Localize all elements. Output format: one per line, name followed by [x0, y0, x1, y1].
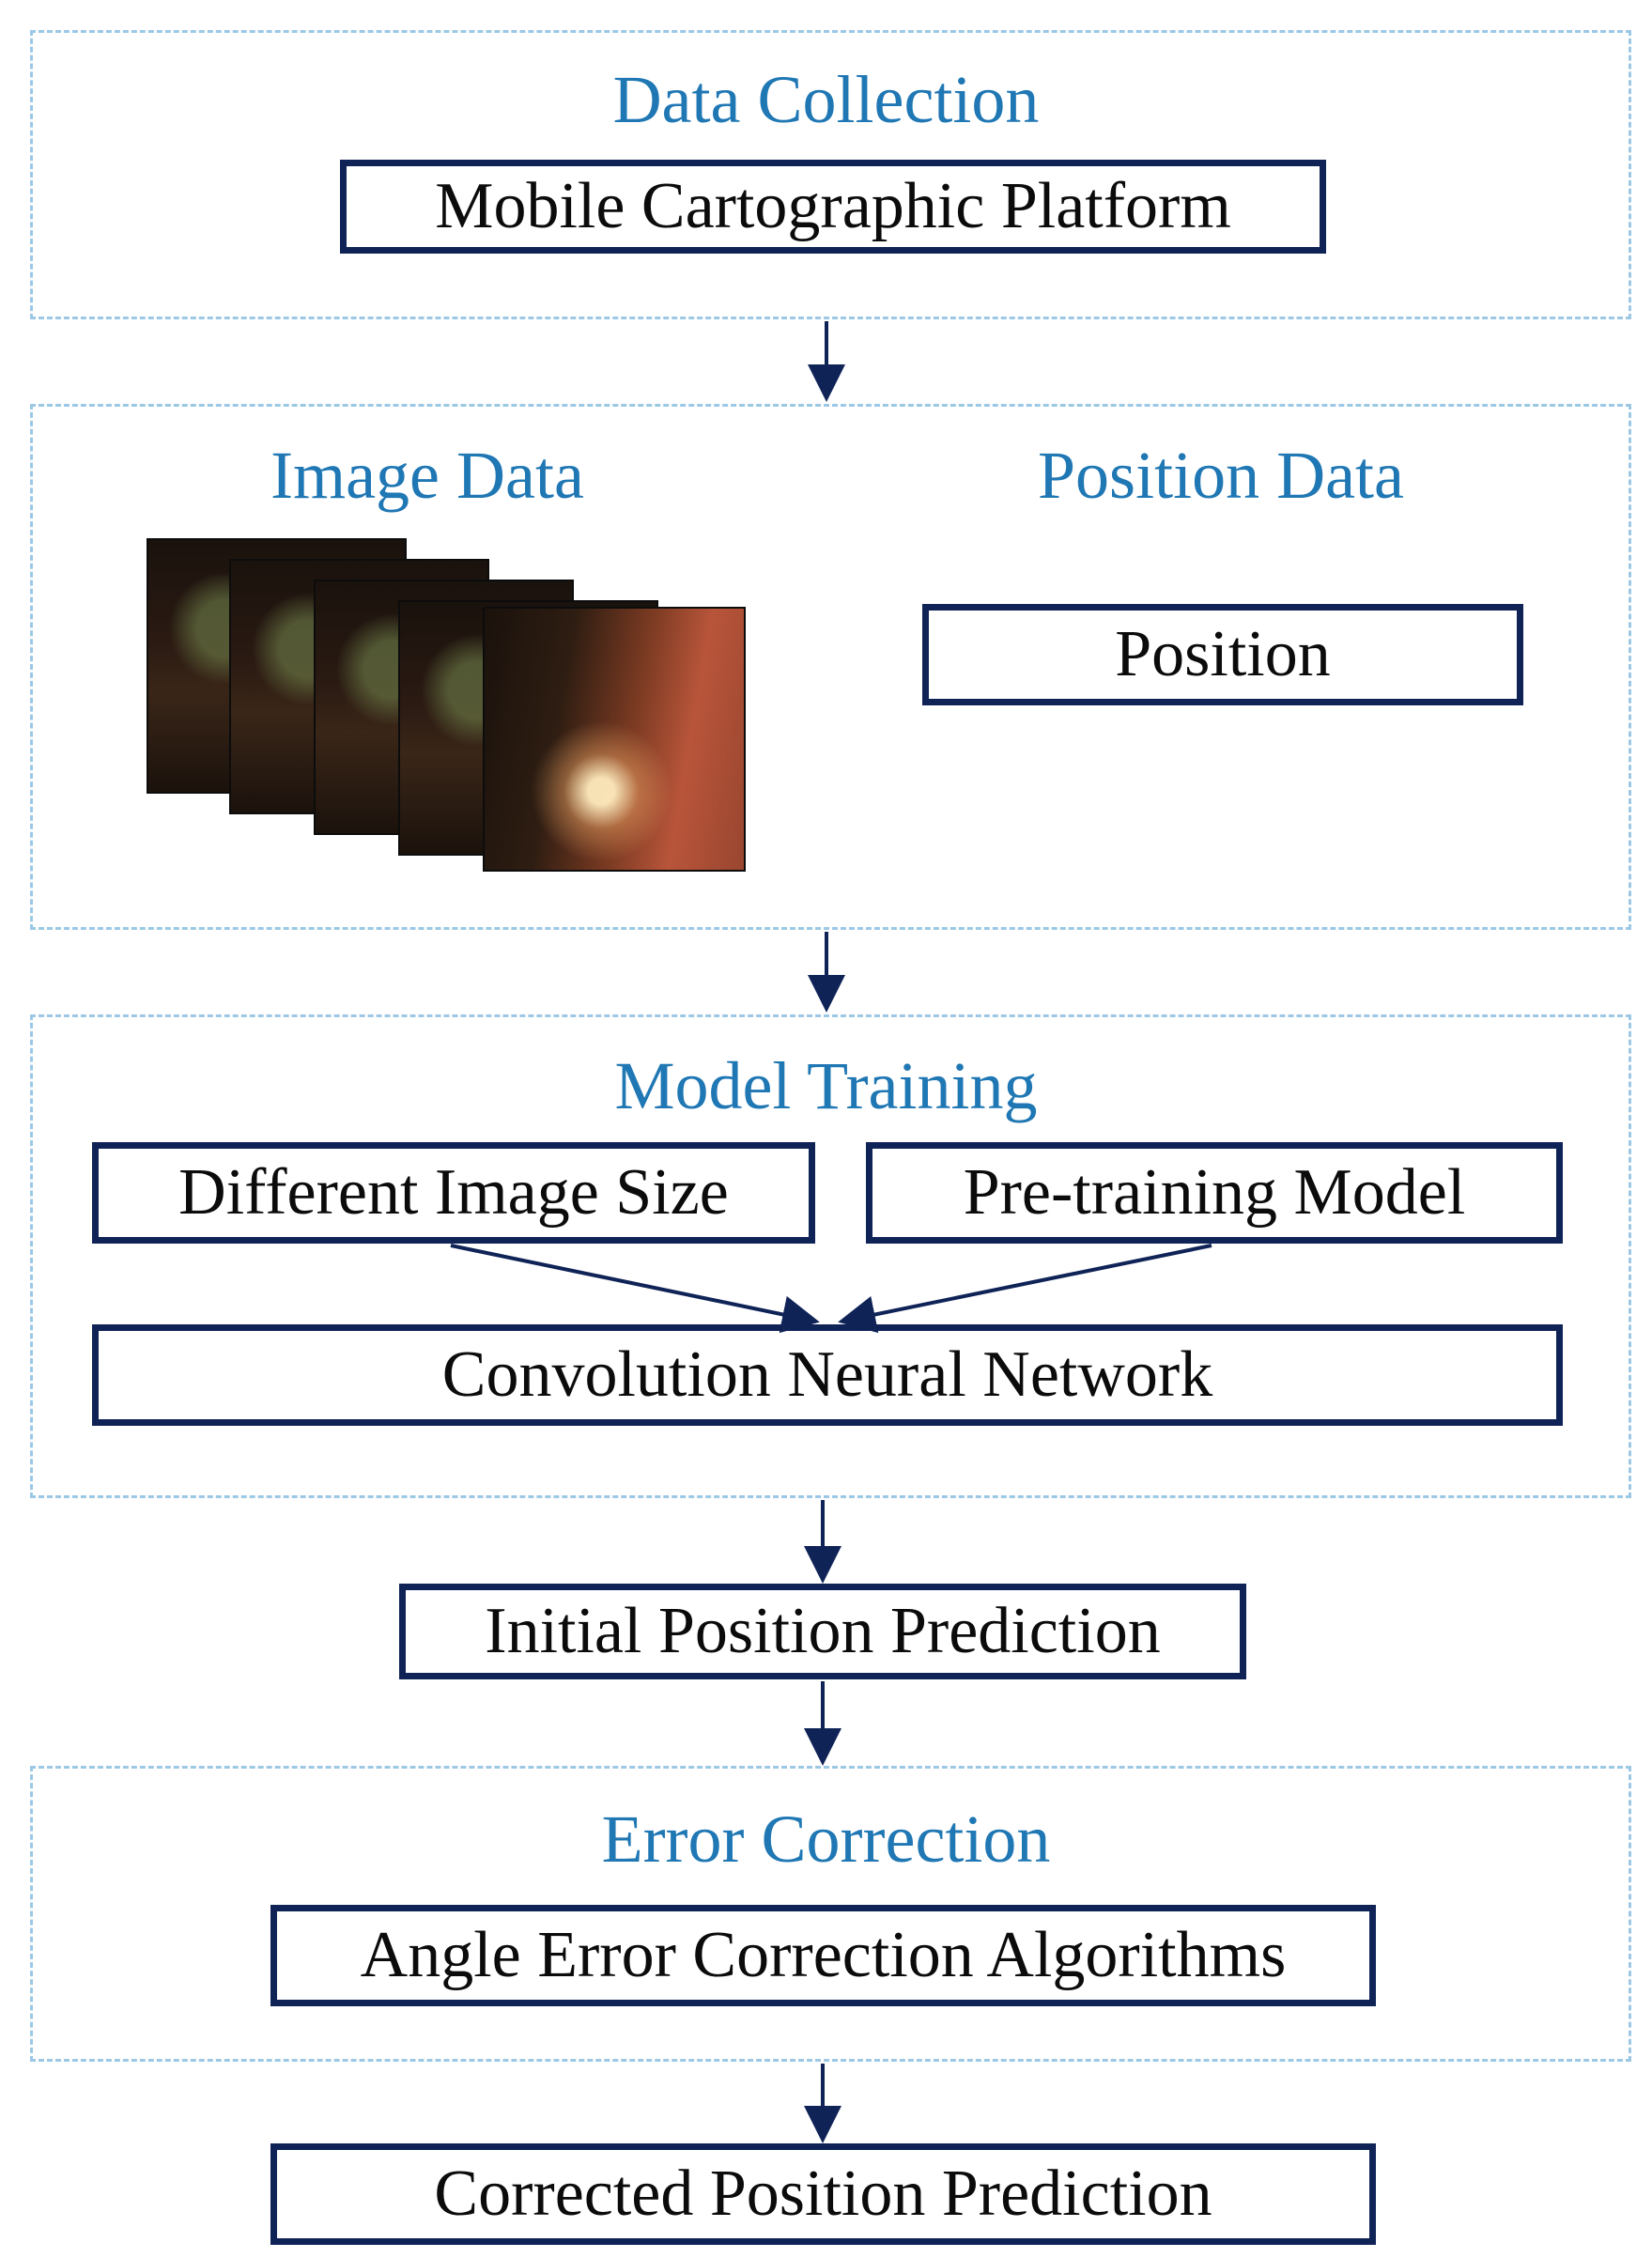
convolution-neural-network-box: Convolution Neural Network: [92, 1324, 1563, 1426]
data-collection-section: [30, 30, 1631, 319]
image-data-title: Image Data: [270, 438, 584, 513]
initial-position-prediction-box: Initial Position Prediction: [399, 1584, 1246, 1679]
position-data-title: Position Data: [1038, 438, 1404, 513]
different-image-size-box: Different Image Size: [92, 1142, 815, 1244]
data-input-section: [30, 404, 1631, 930]
model-training-title: Model Training: [614, 1048, 1038, 1123]
image-frame: [483, 607, 746, 872]
error-correction-section: [30, 1766, 1631, 2062]
position-box: Position: [922, 604, 1523, 705]
error-correction-title: Error Correction: [601, 1802, 1051, 1877]
data-collection-title: Data Collection: [612, 62, 1040, 137]
corrected-position-prediction-box: Corrected Position Prediction: [270, 2143, 1376, 2245]
model-training-section: [30, 1014, 1631, 1498]
angle-error-correction-box: Angle Error Correction Algorithms: [270, 1905, 1376, 2006]
pre-training-model-box: Pre-training Model: [866, 1142, 1563, 1244]
image-frames-stack: [147, 538, 748, 876]
mobile-cartographic-platform-box: Mobile Cartographic Platform: [340, 160, 1326, 254]
